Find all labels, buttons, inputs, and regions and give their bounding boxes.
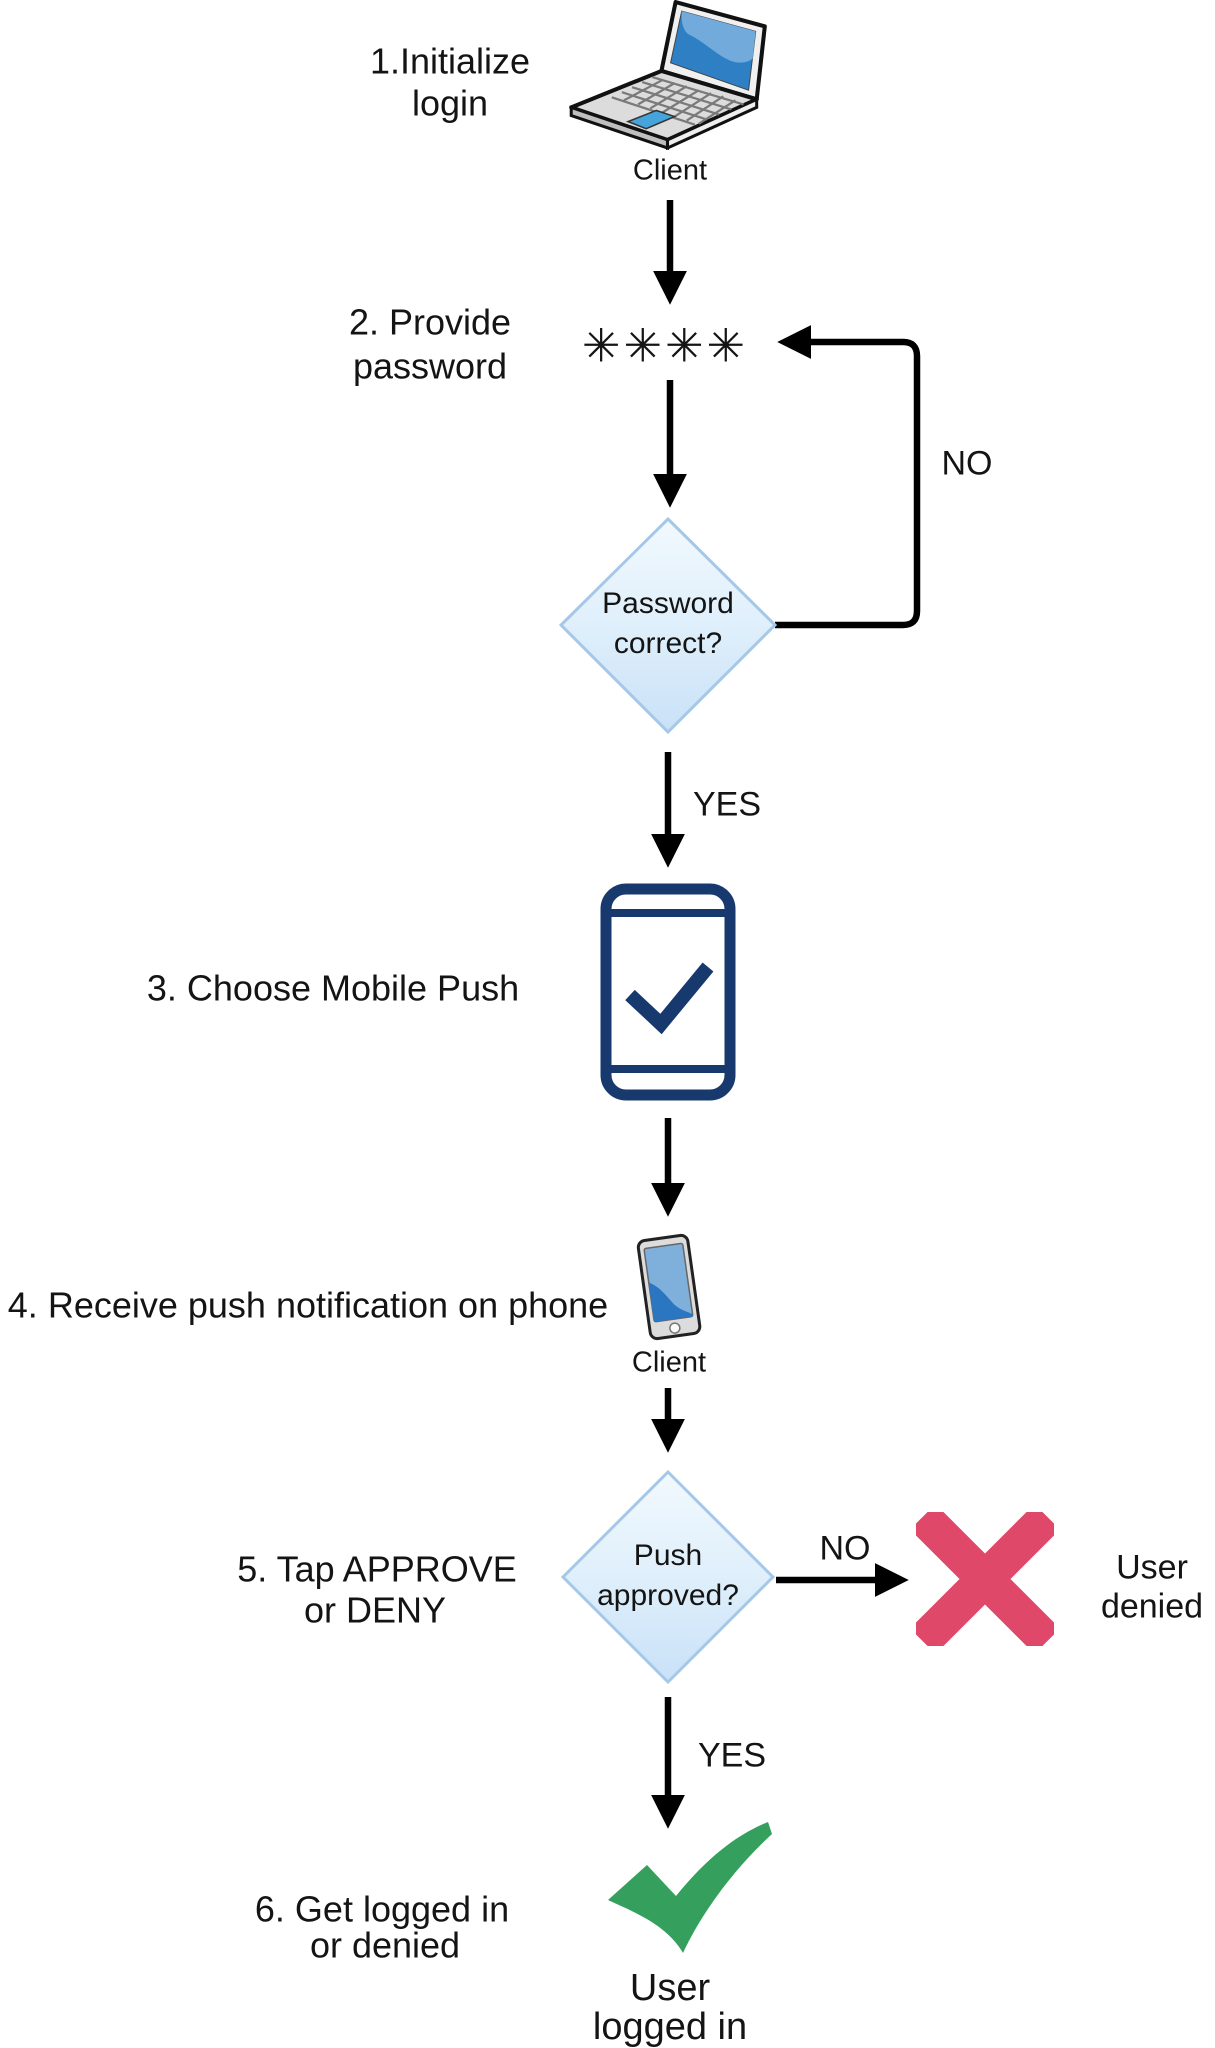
- step6-label-line1: 6. Get logged in: [254, 1888, 510, 1930]
- step6-label-line2: or denied: [309, 1924, 461, 1966]
- edge-label-no-2: NO: [819, 1529, 871, 1568]
- step1-label-line1: 1.Initialize: [369, 40, 531, 82]
- step4-label: 4. Receive push notification on phone: [7, 1284, 609, 1326]
- x-cross-icon: [911, 1505, 1059, 1653]
- arrow-no-loop-decision1-to-password: [775, 325, 921, 629]
- user-logged-in-line1: User: [629, 1967, 711, 2010]
- edge-label-no-1: NO: [941, 444, 993, 483]
- decision1-text-line1: Password: [602, 586, 734, 620]
- decision2-diamond: [560, 1469, 776, 1685]
- decision1-diamond: [558, 516, 778, 735]
- smartphone-icon: [632, 1228, 706, 1346]
- decision2-text-line1: Push: [633, 1538, 703, 1572]
- phone-check-icon: [600, 883, 736, 1101]
- decision2-text-line2: approved?: [597, 1578, 739, 1612]
- decision1-text-line2: correct?: [613, 626, 723, 660]
- client-laptop-caption: Client: [632, 154, 708, 187]
- user-denied-line1: User: [1116, 1548, 1188, 1587]
- step5-label-line2: or DENY: [303, 1589, 447, 1631]
- edge-label-yes-1: YES: [692, 785, 762, 824]
- client-phone-caption: Client: [631, 1346, 707, 1379]
- user-logged-in-line2: logged in: [592, 2006, 748, 2048]
- step2-label-line1: 2. Provide: [348, 301, 512, 343]
- laptop-icon: [563, 0, 771, 151]
- step3-label: 3. Choose Mobile Push: [146, 967, 520, 1009]
- user-denied-line2: denied: [1100, 1587, 1204, 1626]
- step5-label-line1: 5. Tap APPROVE: [237, 1548, 517, 1590]
- edge-label-yes-2: YES: [697, 1736, 767, 1775]
- step2-label-line2: password: [352, 345, 508, 387]
- step1-label-line2: login: [411, 82, 489, 124]
- password-mask: ✳✳✳✳: [581, 319, 749, 372]
- check-mark-icon: [604, 1820, 776, 1960]
